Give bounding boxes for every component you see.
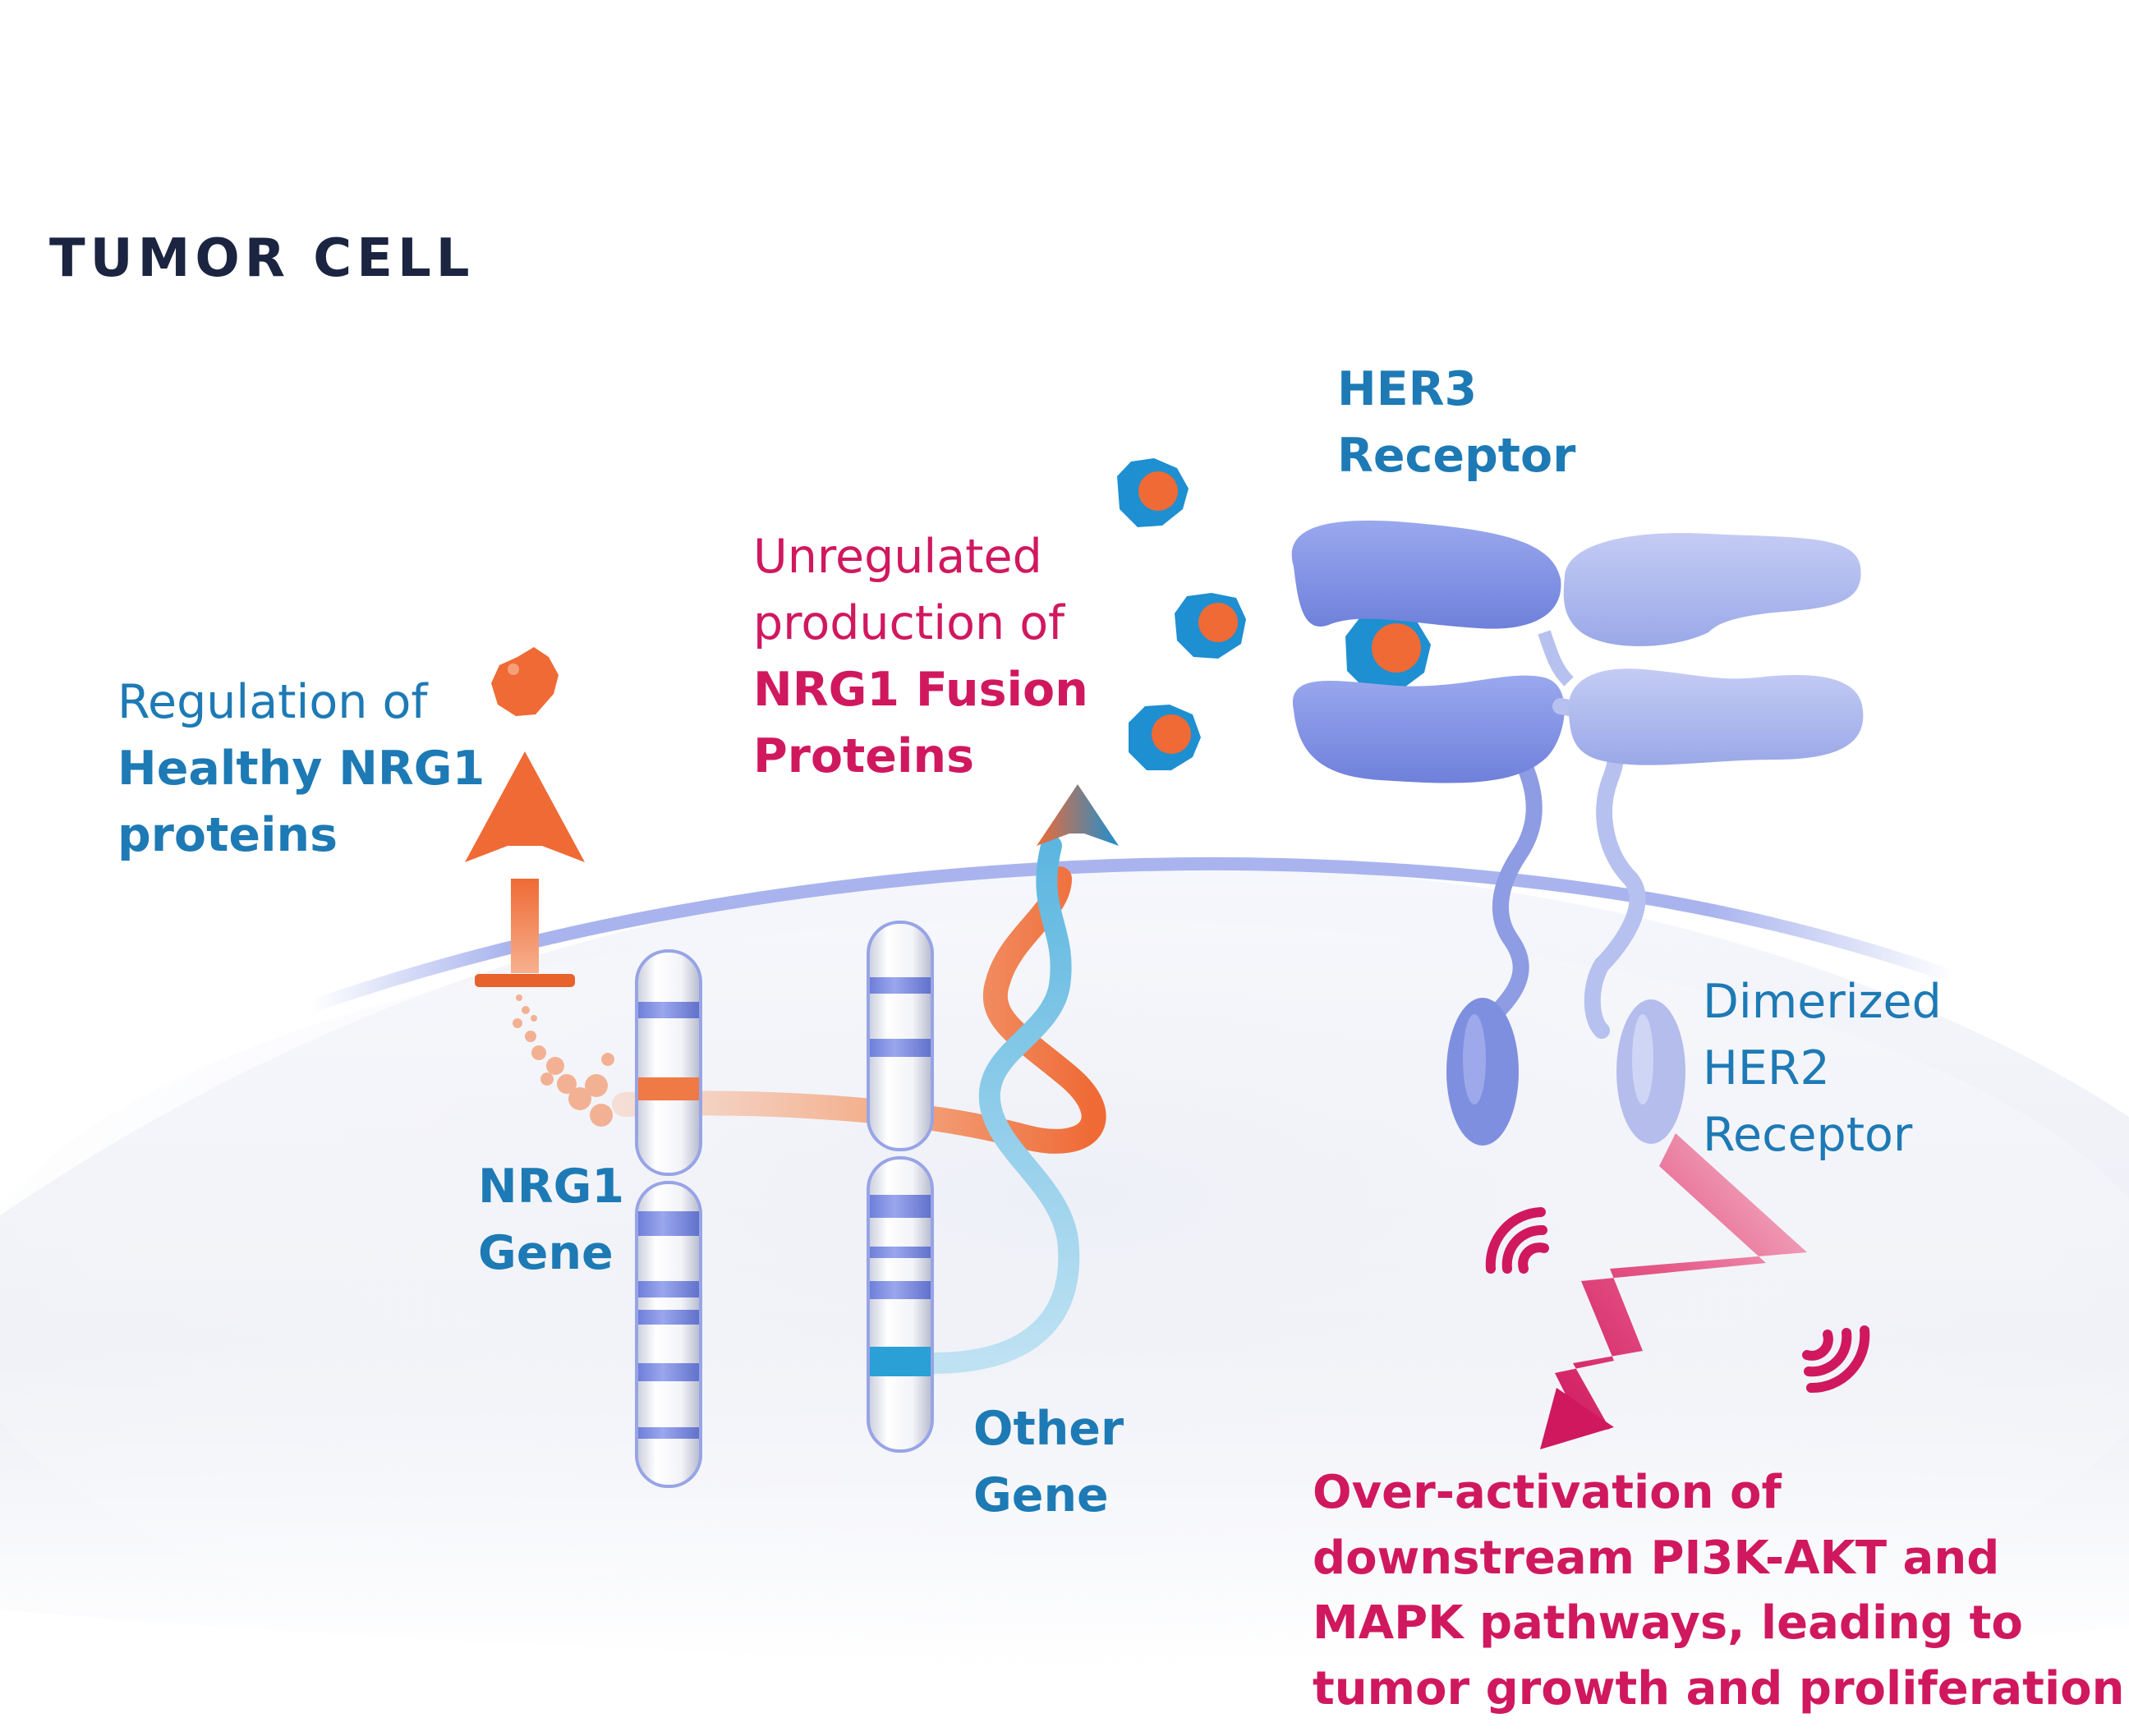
healthy-nrg1-arrow: [465, 751, 585, 973]
her2-label-line2: HER2: [1703, 1040, 1830, 1095]
outcome-line1: Over-activation of: [1313, 1466, 1782, 1519]
her3-receptor-icon: [1291, 520, 1565, 1146]
healthy-nrg1-label: Regulation of Healthy NRG1 proteins: [117, 669, 485, 869]
nrg1-gene-label: NRG1 Gene: [478, 1154, 624, 1287]
lightning-arrow-icon: [1555, 1133, 1807, 1434]
outcome-label: Over-activation of downstream PI3K-AKT a…: [1313, 1460, 2124, 1721]
fusion-label-line3: NRG1 Fusion: [753, 662, 1088, 717]
her2-receptor-label: Dimerized HER2 Receptor: [1703, 969, 1942, 1169]
her3-receptor-label: HER3 Receptor: [1337, 356, 1575, 489]
outcome-line2: downstream PI3K-AKT and: [1313, 1531, 2000, 1585]
outcome-line3: MAPK pathways, leading to: [1313, 1596, 2023, 1651]
fusion-label-line1: Unregulated: [753, 530, 1042, 584]
her3-label-line2: Receptor: [1337, 428, 1576, 483]
nrg1-gene-line1: NRG1: [478, 1160, 625, 1214]
fragment-dots: [513, 994, 614, 1127]
other-gene-line2: Gene: [973, 1467, 1109, 1522]
other-gene-line1: Other: [973, 1402, 1124, 1456]
orange-fusion-band: [612, 866, 1106, 1154]
nrg1-chromosome-icon: [635, 949, 702, 1488]
inhibition-bar: [475, 974, 575, 987]
healthy-label-line2: Healthy NRG1: [117, 741, 485, 796]
other-chromosome-icon: [867, 921, 934, 1453]
outcome-line4: tumor growth and proliferation: [1313, 1661, 2125, 1715]
healthy-label-line1: Regulation of: [117, 675, 428, 729]
cell-membrane: [306, 857, 1961, 1013]
page-title: TUMOR CELL: [49, 228, 475, 289]
fusion-arrow-tip: [1037, 784, 1119, 846]
her2-label-line1: Dimerized: [1703, 975, 1942, 1029]
fusion-protein-icon: [1117, 458, 1431, 770]
other-gene-label: Other Gene: [973, 1396, 1124, 1529]
fusion-label-line2: production of: [753, 595, 1065, 650]
her2-receptor-icon: [1538, 533, 1864, 1144]
nrg1-gene-line2: Gene: [478, 1225, 614, 1280]
blue-fusion-band: [922, 835, 1080, 1374]
healthy-label-line3: proteins: [117, 807, 338, 862]
her2-label-line3: Receptor: [1703, 1107, 1913, 1162]
bolt-arrowhead: [1540, 1388, 1614, 1449]
nrg1-protein-icon: [491, 647, 559, 716]
fusion-label-line4: Proteins: [753, 728, 974, 783]
signal-wave-icon: [1485, 1207, 1870, 1394]
her3-label-line1: HER3: [1337, 362, 1478, 416]
fusion-protein-label: Unregulated production of NRG1 Fusion Pr…: [753, 524, 1088, 790]
nrg1-protein-highlight: [508, 664, 519, 675]
